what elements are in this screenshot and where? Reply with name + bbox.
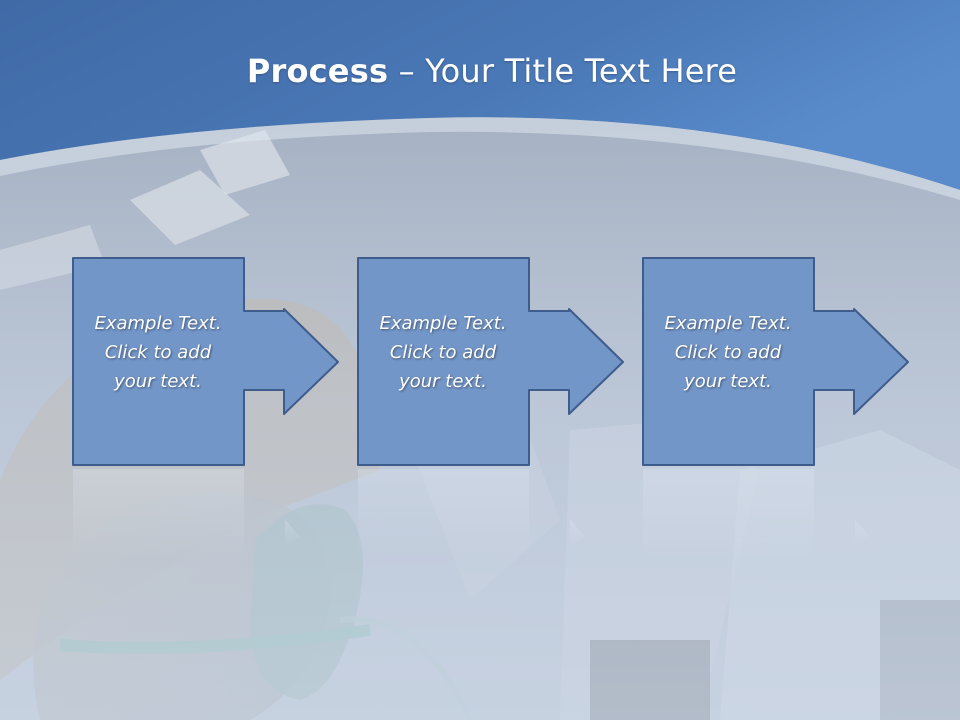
process-step-2[interactable]: Example Text. Click to add your text.	[357, 257, 627, 467]
process-step-3[interactable]: Example Text. Click to add your text.	[642, 257, 912, 467]
step-line: your text.	[684, 371, 772, 392]
step-arrow-shape	[642, 257, 909, 466]
title-bold-text: Process	[246, 52, 389, 90]
step-line: Click to add	[674, 342, 782, 363]
title-rest-text: Your Title Text Here	[425, 52, 738, 90]
title-separator: –	[388, 52, 426, 90]
step-arrow-shape	[72, 257, 339, 466]
step-text: Example Text. Click to add your text.	[642, 309, 814, 396]
step-arrow-shape	[357, 257, 624, 466]
step-text: Example Text. Click to add your text.	[357, 309, 529, 396]
step-line: Example Text.	[379, 313, 507, 334]
step-line: Example Text.	[664, 313, 792, 334]
step-line: Example Text.	[94, 313, 222, 334]
step-text: Example Text. Click to add your text.	[72, 309, 244, 396]
step-line: your text.	[114, 371, 202, 392]
step-line: Click to add	[104, 342, 212, 363]
header-banner	[0, 0, 960, 200]
step-line: Click to add	[389, 342, 497, 363]
step-line: your text.	[399, 371, 487, 392]
process-step-1[interactable]: Example Text. Click to add your text.	[72, 257, 342, 467]
steps-reflection	[73, 469, 870, 559]
slide-title[interactable]: Process – Your Title Text Here	[0, 52, 960, 90]
